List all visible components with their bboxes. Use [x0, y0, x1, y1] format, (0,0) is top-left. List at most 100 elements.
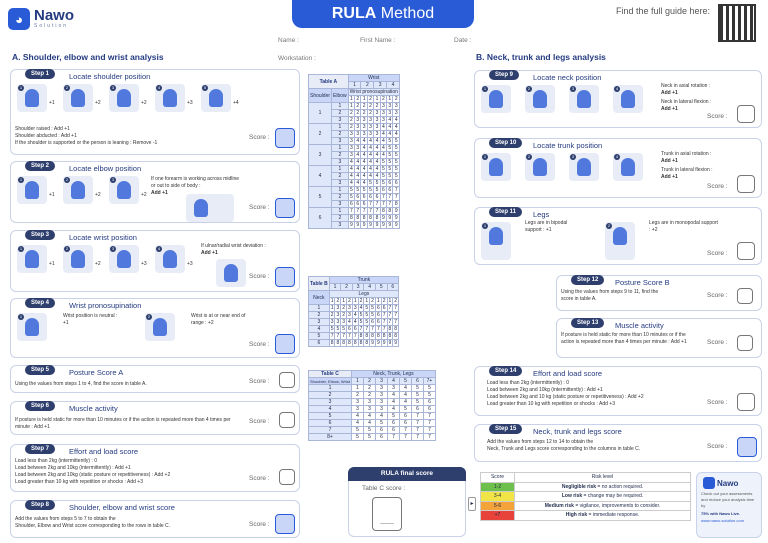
- step-14-card: Step 14 Effort and load score Load less …: [474, 366, 762, 416]
- pose-mark: +3: [187, 100, 193, 106]
- table-a-cell: 5: [392, 172, 400, 180]
- score-input[interactable]: [275, 514, 295, 534]
- table-b-cell: 8: [334, 339, 342, 347]
- table-c-cell: 4: [362, 419, 376, 427]
- score-input[interactable]: [737, 335, 753, 351]
- step-text: Shoulder raised : Add +1: [15, 126, 70, 132]
- shoulder-pose-image: 1: [17, 84, 47, 112]
- table-b-sub-col: 2: [392, 297, 400, 305]
- table-a-cell: 2: [331, 193, 349, 201]
- table-c-cell: 6: [386, 419, 400, 427]
- table-c-cell: 6: [308, 419, 352, 427]
- score-input[interactable]: [275, 198, 295, 218]
- step-10-card: Step 10 Locate trunk position 1 2 3 4 Tr…: [474, 138, 762, 198]
- score-input[interactable]: [275, 334, 295, 354]
- table-c-cell: 3: [308, 398, 352, 406]
- promo-link[interactable]: www.nawo-solution.com: [701, 518, 744, 523]
- step-2-card: Step 2 Locate elbow position 1 2 3 +1 +2…: [10, 161, 300, 223]
- table-a-elbow-header: Elbow: [331, 88, 349, 103]
- step-title: Locate neck position: [533, 73, 602, 82]
- step-text: Load greater than 10 kg with repetition …: [487, 401, 615, 407]
- table-c-cell: 7: [410, 426, 424, 434]
- step-pill: Step 10: [489, 138, 523, 148]
- table-a-sub-col: 2: [392, 95, 400, 103]
- table-a-cell: 2: [331, 151, 349, 159]
- table-b-cell: 1: [308, 304, 330, 312]
- table-a-cell: 1: [331, 186, 349, 194]
- score-label: Score :: [707, 399, 728, 406]
- table-a-shoulder-cell: 2: [307, 123, 333, 145]
- wrist-pose-image: 4: [155, 245, 185, 273]
- score-input[interactable]: [279, 372, 295, 388]
- page-title: RULA Method: [292, 0, 474, 28]
- table-c-col: 3: [374, 377, 388, 385]
- step-title: Muscle activity: [615, 321, 664, 330]
- table-c-cell: 7: [398, 433, 412, 441]
- table-a-cell: 1: [331, 102, 349, 110]
- table-c-col: 2: [362, 377, 376, 385]
- nawo-logo-icon: [703, 477, 715, 489]
- risk-level-header: Risk level: [514, 472, 691, 483]
- table-c-cell: 2: [308, 391, 352, 399]
- table-c-col-header: Neck, Trunk, Legs: [350, 370, 436, 378]
- score-input[interactable]: [275, 267, 295, 287]
- step-text: Using the values from steps 1 to 4, find…: [15, 381, 147, 387]
- step-pill: Step 2: [25, 161, 56, 171]
- score-input[interactable]: [279, 469, 295, 485]
- step-text: Load greater than 10 kg with repetition …: [15, 479, 143, 485]
- final-score-input[interactable]: ____: [372, 497, 402, 531]
- score-label: Score :: [249, 341, 270, 348]
- score-input[interactable]: [737, 242, 755, 260]
- score-input[interactable]: [737, 288, 753, 304]
- score-input[interactable]: [279, 412, 295, 428]
- trunk-pose-image: 1: [481, 153, 511, 181]
- table-a-cell: 3: [331, 116, 349, 124]
- score-input[interactable]: [737, 437, 757, 457]
- table-b-trunk-col: 1: [328, 283, 342, 291]
- step-text: Wrist is at or near end of range : +2: [191, 313, 246, 326]
- risk-score-cell: 5-6: [480, 500, 515, 511]
- qr-code-icon[interactable]: [718, 4, 756, 42]
- workstation-field[interactable]: Workstation :: [278, 55, 316, 62]
- table-b-title: Table B: [308, 276, 330, 291]
- step-title: Locate wrist position: [69, 233, 137, 242]
- table-c-cell: 3: [374, 405, 388, 413]
- date-field[interactable]: Date :: [454, 37, 472, 44]
- table-c-cell: 6: [422, 405, 436, 413]
- table-a-cell: 2: [331, 130, 349, 138]
- table-c-cell: 7: [422, 433, 436, 441]
- step-pill: Step 9: [489, 70, 520, 80]
- table-b-legs-header: Legs: [328, 290, 400, 298]
- trunk-pose-image: 3: [569, 153, 599, 181]
- step-5-card: Step 5 Posture Score A Using the values …: [10, 365, 300, 393]
- step-text: Add +1: [201, 250, 218, 256]
- table-b-trunk-col: 3: [351, 283, 365, 291]
- risk-score-cell: +7: [480, 510, 515, 521]
- step-pill: Step 15: [489, 424, 523, 434]
- score-input[interactable]: [737, 105, 755, 123]
- table-b-cell: 8: [351, 339, 359, 347]
- table-b-cell: 8: [392, 325, 400, 333]
- first-name-field[interactable]: First Name :: [360, 37, 396, 44]
- table-c-col: 4: [386, 377, 400, 385]
- table-c-cell: 7: [410, 412, 424, 420]
- table-a-cell: 9: [392, 221, 400, 229]
- elbow-pose-image: 2: [63, 176, 93, 204]
- score-input[interactable]: [275, 128, 295, 148]
- pose-mark: +2: [95, 261, 101, 267]
- promo-card[interactable]: Nawo Check out your assessments and redu…: [696, 472, 762, 538]
- name-field[interactable]: Name :: [278, 37, 299, 44]
- score-input[interactable]: [737, 175, 755, 193]
- score-input[interactable]: [737, 393, 755, 411]
- score-label: Score :: [249, 475, 270, 482]
- table-b-cell: 9: [380, 339, 388, 347]
- table-a-cell: 8: [392, 200, 400, 208]
- pronosupination-image: 1: [17, 313, 47, 341]
